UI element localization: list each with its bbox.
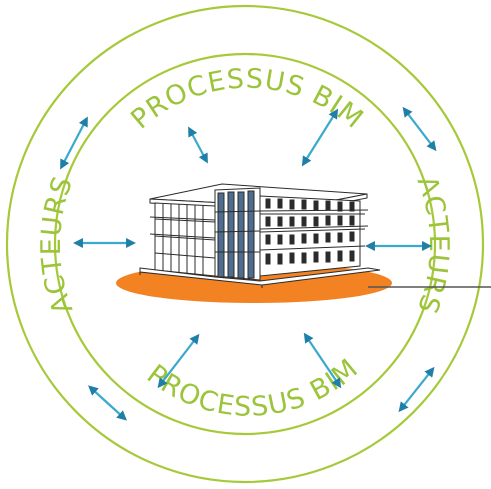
actors-label-left: ACTEURS: [36, 172, 79, 318]
building-illustration: [139, 183, 381, 288]
double-headed-arrow-icon: [402, 106, 437, 152]
double-headed-arrow-icon: [60, 116, 88, 170]
double-headed-arrow-icon: [157, 333, 200, 389]
arrow-group: [60, 106, 437, 421]
inner-ring: [53, 52, 437, 436]
double-headed-arrow-icon: [188, 126, 208, 164]
double-headed-arrow-icon: [88, 385, 127, 421]
double-headed-arrow-icon: [301, 108, 339, 167]
double-headed-arrow-icon: [398, 366, 435, 413]
double-headed-arrow-icon: [303, 332, 342, 389]
outer-ring: [5, 4, 485, 484]
